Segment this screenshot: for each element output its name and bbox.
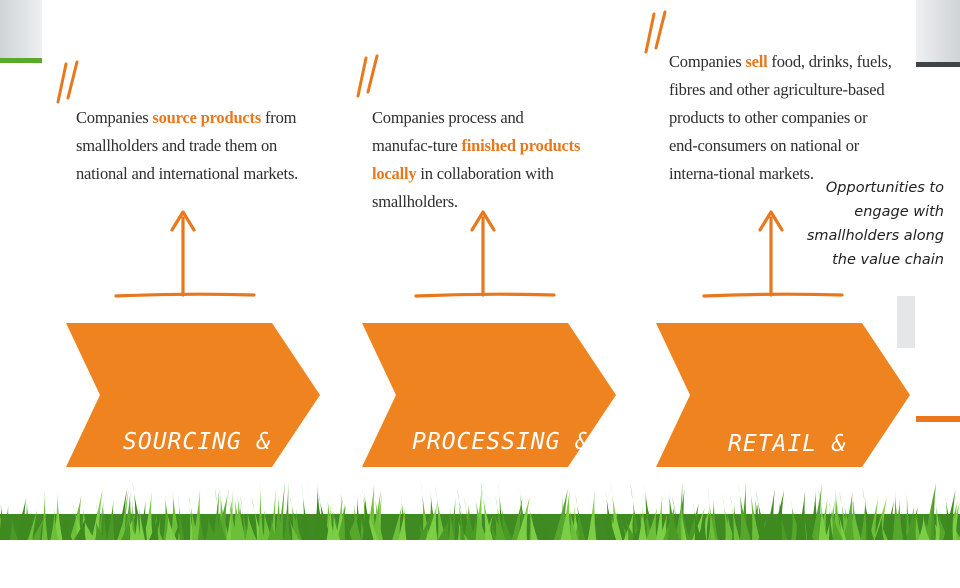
frame-corner-right: [916, 0, 960, 62]
quote-mark-icon: [356, 54, 379, 98]
frame-accent-green: [0, 58, 42, 63]
frame-corner-left: [0, 0, 42, 58]
chevron-arrow-icon: [362, 323, 616, 467]
step-description: Companies process and manufac-ture finis…: [372, 108, 581, 211]
chevron-arrow-icon: [66, 323, 320, 467]
chevron-arrow-icon: [656, 323, 910, 467]
step-label: PROCESSING & MANUFACTURING: [398, 429, 591, 551]
step-label: RETAIL & EXPORT: [728, 431, 847, 553]
side-note: Opportunities to engage with smallholder…: [806, 180, 944, 268]
step-description: Companies sell food, drinks, fuels, fibr…: [669, 52, 892, 183]
upward-arrow-icon: [702, 210, 844, 298]
orange-accent-dash: [916, 416, 960, 422]
side-block: [897, 296, 915, 348]
step-label: SOURCING & TRADING: [123, 429, 272, 551]
upward-arrow-icon: [414, 210, 556, 298]
upward-arrow-icon: [114, 210, 256, 298]
quote-mark-icon: [56, 60, 79, 104]
quote-mark-icon: [644, 10, 667, 54]
frame-accent-dark: [916, 62, 960, 67]
grass-strip: [0, 480, 960, 540]
step-description: Companies source products from smallhold…: [76, 108, 299, 183]
